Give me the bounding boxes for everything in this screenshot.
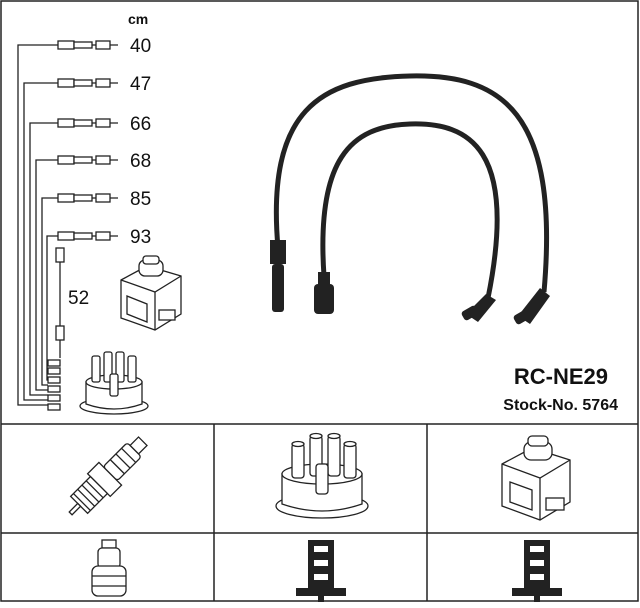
- lead-68: 68: [48, 151, 151, 172]
- cable-length-schematic: cm 40 47: [17, 11, 151, 411]
- straight-boot-icon: [91, 539, 127, 597]
- length-label-85: 85: [130, 189, 151, 210]
- lead-66: 66: [48, 114, 151, 135]
- cable-long: [273, 73, 550, 293]
- distributor-terminal-icon: [296, 540, 346, 602]
- length-unit: cm: [128, 11, 148, 27]
- cable-boot-long: [270, 240, 286, 312]
- coil-terminal-icon: [512, 540, 562, 602]
- length-label-93: 93: [130, 227, 151, 248]
- lead-93: 93: [48, 227, 151, 248]
- stock-number: Stock-No. 5764: [503, 397, 618, 414]
- lead-40: 40: [48, 36, 151, 57]
- length-label-47: 47: [130, 74, 151, 95]
- spark-plug-boot-1: [461, 294, 496, 322]
- lead-coil-52: 52: [55, 247, 89, 358]
- ignition-coil-icon: [501, 435, 571, 521]
- spark-plug-icon: [68, 436, 148, 516]
- lead-47: 47: [48, 74, 151, 95]
- ignition-cables: [270, 73, 550, 325]
- length-label-40: 40: [130, 36, 151, 57]
- length-label-52: 52: [68, 288, 89, 309]
- cable-bundle: [17, 44, 48, 406]
- cable-boot-short: [314, 272, 334, 314]
- length-label-66: 66: [130, 114, 151, 135]
- cable-short: [320, 121, 500, 299]
- spark-plug-boot-2: [513, 288, 550, 325]
- product-model: RC-NE29: [514, 364, 608, 389]
- ignition-coil-small-icon: [120, 255, 182, 331]
- distributor-cap-small-icon: [79, 351, 149, 415]
- length-label-68: 68: [130, 151, 151, 172]
- bundle-terminals: [47, 359, 61, 411]
- lead-85: 85: [48, 189, 151, 210]
- distributor-cap-icon: [275, 432, 369, 519]
